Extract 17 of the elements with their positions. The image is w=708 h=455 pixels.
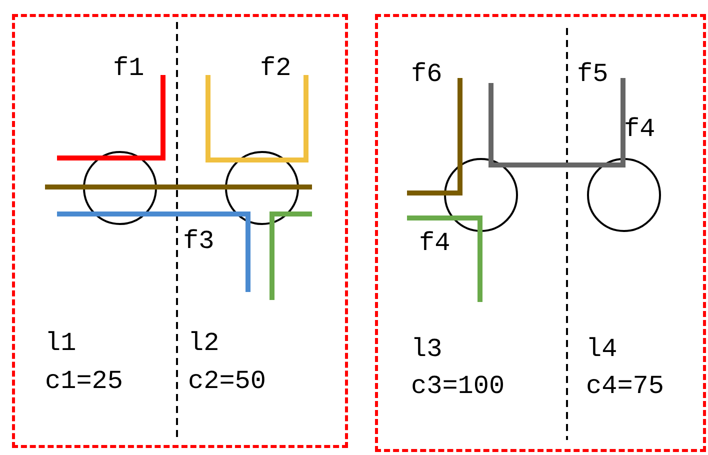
label: l4 bbox=[586, 336, 618, 362]
label: f4 bbox=[419, 230, 450, 256]
label: f2 bbox=[260, 55, 292, 81]
label: c3=100 bbox=[411, 373, 505, 399]
label: c4=75 bbox=[586, 373, 664, 399]
label: f1 bbox=[113, 55, 144, 81]
label: f3 bbox=[183, 228, 214, 254]
label: l3 bbox=[411, 336, 442, 362]
label: f4 bbox=[624, 116, 656, 142]
label: l2 bbox=[188, 330, 220, 356]
label: c2=50 bbox=[188, 368, 266, 394]
dashed-panel bbox=[12, 14, 348, 448]
label: l1 bbox=[45, 330, 76, 356]
dashed-panel bbox=[375, 14, 706, 452]
label: f6 bbox=[411, 61, 442, 87]
label: c1=25 bbox=[45, 368, 124, 394]
label: f5 bbox=[577, 61, 608, 87]
